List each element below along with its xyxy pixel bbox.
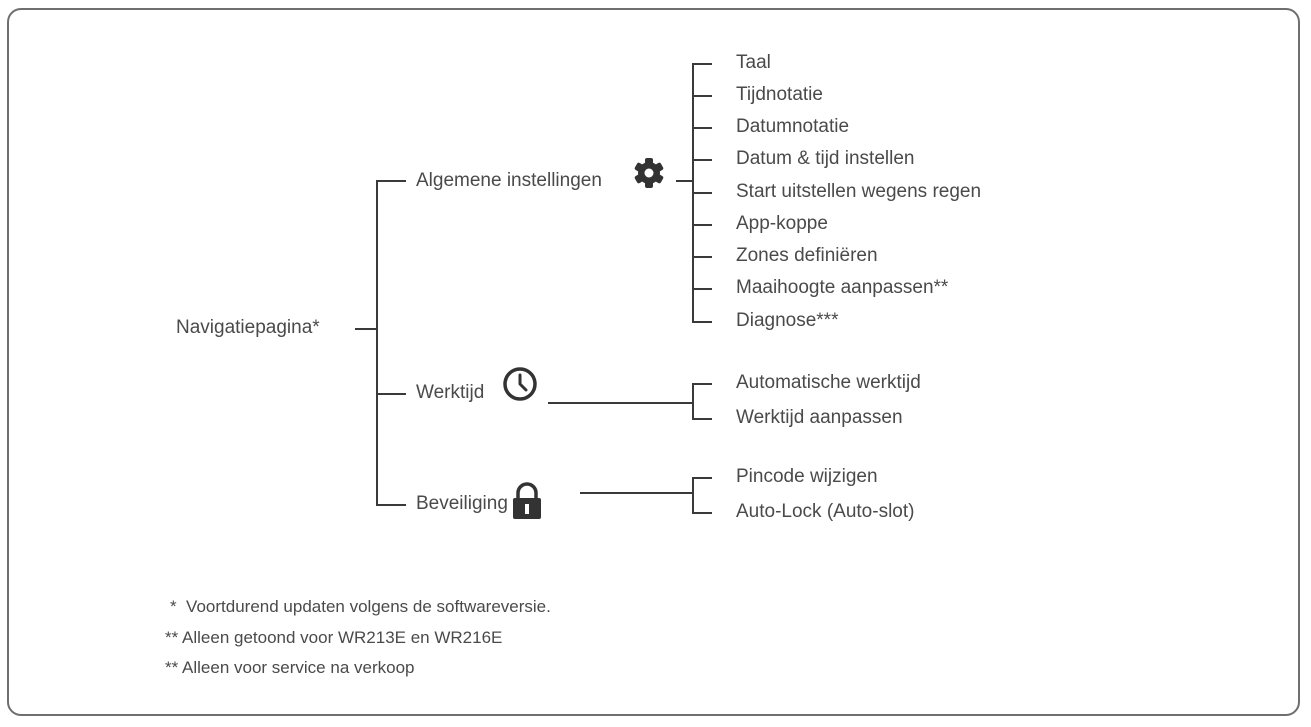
connector-line [692, 383, 694, 420]
lock-icon [513, 482, 541, 519]
connector-line [548, 402, 694, 404]
footnote: * Voortdurend updaten volgens de softwar… [170, 597, 551, 616]
connector-line [692, 477, 694, 514]
footnote: ** Alleen getoond voor WR213E en WR216E [165, 628, 503, 647]
connector-line [692, 192, 712, 194]
connector-line [676, 180, 694, 182]
connector-line [376, 504, 406, 506]
menu-item-start-uitstellen: Start uitstellen wegens regen [736, 181, 982, 202]
clock-icon [503, 367, 537, 401]
connector-line [692, 288, 712, 290]
branch-label-werktijd: Werktijd [416, 382, 485, 403]
menu-item-taal: Taal [736, 52, 771, 73]
menu-item-app-koppe: App-koppe [736, 213, 828, 234]
connector-line [692, 95, 712, 97]
connector-line [376, 180, 378, 506]
connector-line [376, 180, 406, 182]
menu-item-werktijd-aanpassen: Werktijd aanpassen [736, 407, 903, 428]
connector-line [692, 127, 712, 129]
menu-item-maaihoogte: Maaihoogte aanpassen** [736, 277, 949, 298]
menu-item-auto-lock: Auto-Lock (Auto-slot) [736, 501, 915, 522]
connector-line [376, 393, 406, 395]
menu-item-pincode-wijzigen: Pincode wijzigen [736, 466, 878, 487]
menu-item-datumnotatie: Datumnotatie [736, 116, 850, 137]
connector-line [692, 512, 712, 514]
branch-label-algemene-instellingen: Algemene instellingen [416, 170, 602, 191]
connector-line [355, 328, 377, 330]
branch-label-beveiliging: Beveiliging [416, 493, 508, 514]
connector-line [692, 383, 712, 385]
menu-item-automatische-werktijd: Automatische werktijd [736, 372, 921, 393]
root-label: Navigatiepagina* [176, 317, 320, 338]
menu-item-diagnose: Diagnose*** [736, 310, 839, 331]
connector-line [692, 477, 712, 479]
menu-item-tijdnotatie: Tijdnotatie [736, 84, 823, 105]
connector-line [692, 418, 712, 420]
connector-line [692, 256, 712, 258]
connector-line [692, 63, 712, 65]
connector-line [580, 492, 694, 494]
menu-item-zones: Zones definiëren [736, 245, 878, 266]
footnote: ** Alleen voor service na verkoop [165, 658, 415, 677]
connector-line [692, 321, 712, 323]
connector-line [692, 224, 712, 226]
menu-item-datum-tijd: Datum & tijd instellen [736, 148, 915, 169]
connector-line [692, 159, 712, 161]
diagram-frame [7, 8, 1300, 716]
gear-icon [634, 158, 664, 188]
